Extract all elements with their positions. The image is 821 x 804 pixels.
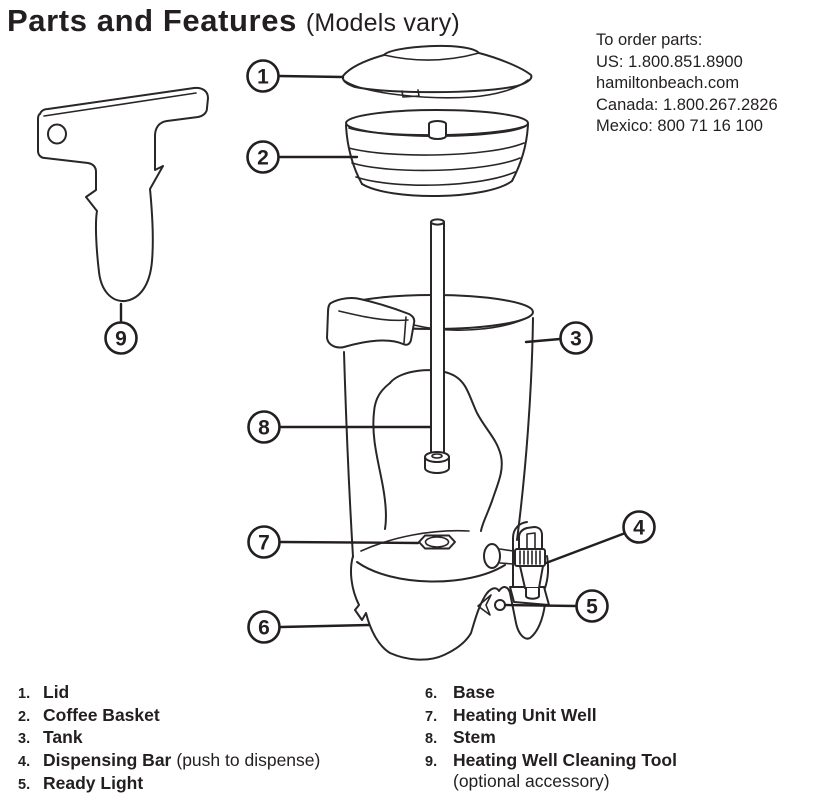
part-name: Coffee Basket xyxy=(43,704,160,725)
callout-2: 2 xyxy=(246,140,280,174)
callout-3: 3 xyxy=(559,321,593,355)
leader-line-7 xyxy=(279,540,420,545)
parts-list-item-3: 3. Tank xyxy=(18,727,320,750)
callout-4-label: 4 xyxy=(633,517,645,540)
part-name: Tank xyxy=(43,727,83,748)
ready-light xyxy=(494,599,506,611)
part-note: (push to dispense) xyxy=(176,750,321,771)
part-number: 8. xyxy=(425,731,438,748)
callout-9-label: 9 xyxy=(115,328,127,351)
base-drawing xyxy=(350,555,546,661)
parts-list-item-7: 7. Heating Unit Well xyxy=(425,705,677,728)
tank-handle xyxy=(326,297,416,349)
parts-list-item-2: 2. Coffee Basket xyxy=(18,705,320,728)
heating-well-drawing xyxy=(356,529,506,583)
parts-list-left-column: 1. Lid 2. Coffee Basket 3. Tank 4. Dispe… xyxy=(18,682,320,796)
leader-line-1 xyxy=(277,74,345,79)
part-number: 6. xyxy=(425,686,438,702)
order-info: To order parts: US: 1.800.851.8900 hamil… xyxy=(596,30,778,138)
part-number: 1. xyxy=(18,686,31,702)
spigot-body xyxy=(519,565,544,589)
part-name: Base xyxy=(453,682,495,702)
leader-line-6 xyxy=(279,623,371,629)
tank-cutaway-window xyxy=(372,369,503,532)
part-name: Heating Unit Well xyxy=(453,704,597,725)
stem-drawing xyxy=(424,218,450,474)
leader-line-4 xyxy=(544,530,630,565)
cleaning-tool-drawing xyxy=(37,86,209,303)
order-phone-mexico: Mexico: 800 71 16 100 xyxy=(596,117,763,136)
part-number: 7. xyxy=(425,708,438,725)
parts-list-item-9: 9. Heating Well Cleaning Tool(optional a… xyxy=(425,750,677,791)
part-number: 9. xyxy=(425,754,438,771)
stem-ferrule xyxy=(424,451,450,474)
callout-8: 8 xyxy=(247,410,281,444)
part-number: 2. xyxy=(18,708,31,725)
part-name: Stem xyxy=(453,727,496,748)
callout-6-label: 6 xyxy=(258,617,270,640)
exploded-diagram: 1 2 3 4 5 6 7 8 xyxy=(37,44,656,661)
callout-5-label: 5 xyxy=(586,596,598,619)
parts-list-item-1: 1. Lid xyxy=(18,682,320,705)
tank-drawing xyxy=(326,294,534,558)
callout-7: 7 xyxy=(247,525,281,559)
callout-1: 1 xyxy=(246,59,280,93)
callout-9: 9 xyxy=(104,321,138,355)
parts-list-item-6: 6. Base xyxy=(425,682,677,705)
parts-list-right-column: 6. Base 7. Heating Unit Well 8. Stem 9. … xyxy=(425,682,677,792)
callout-7-label: 7 xyxy=(258,532,270,555)
order-phone-canada: Canada: 1.800.267.2826 xyxy=(596,95,778,114)
callout-6: 6 xyxy=(247,610,281,644)
leader-line-3 xyxy=(524,337,562,344)
leader-line-5 xyxy=(503,603,578,608)
callout-4: 4 xyxy=(622,510,656,544)
part-name: Heating Well Cleaning Tool xyxy=(453,750,677,771)
page-title: Parts and Features xyxy=(7,3,297,38)
spigot-pipe-flange xyxy=(483,543,501,569)
callout-3-label: 3 xyxy=(570,328,582,351)
part-number: 5. xyxy=(18,776,31,793)
page-header: Parts and Features (Models vary) xyxy=(7,3,460,39)
callout-1-label: 1 xyxy=(257,66,269,89)
part-note: (optional accessory) xyxy=(453,770,610,791)
page-subtitle: (Models vary) xyxy=(305,9,460,37)
parts-list-item-5: 5. Ready Light xyxy=(18,773,320,796)
order-website: hamiltonbeach.com xyxy=(596,74,740,93)
callout-8-label: 8 xyxy=(258,417,270,440)
spigot-spout xyxy=(525,587,540,600)
part-number: 4. xyxy=(18,754,31,771)
spigot-cap xyxy=(518,526,543,550)
parts-list-item-4: 4. Dispensing Bar(push to dispense) xyxy=(18,750,320,773)
tool-hang-hole xyxy=(47,123,67,145)
part-number: 3. xyxy=(18,731,31,748)
dispensing-bar-drawing xyxy=(483,521,550,606)
callout-5: 5 xyxy=(575,589,609,623)
part-name: Ready Light xyxy=(43,772,144,793)
steam-arrow-mark xyxy=(477,594,492,616)
part-name: Dispensing Bar xyxy=(43,750,172,771)
coffee-basket-drawing xyxy=(345,109,529,198)
lid-drawing xyxy=(341,44,533,99)
order-phone-us: US: 1.800.851.8900 xyxy=(596,52,743,71)
basket-center-post xyxy=(428,120,447,140)
order-info-heading: To order parts: xyxy=(596,31,703,49)
part-name: Lid xyxy=(43,682,70,702)
parts-list-item-8: 8. Stem xyxy=(425,727,677,750)
callout-2-label: 2 xyxy=(257,147,269,170)
